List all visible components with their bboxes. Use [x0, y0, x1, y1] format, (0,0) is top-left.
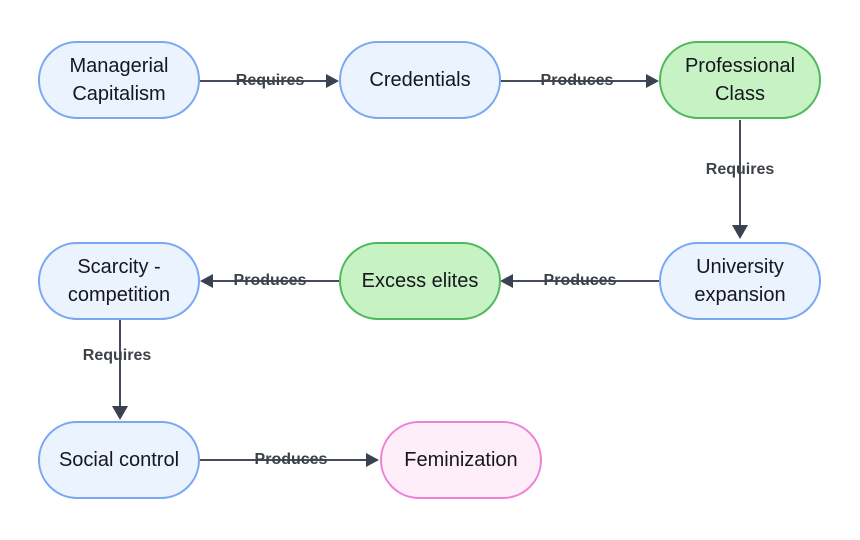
node-label: Credentials	[369, 69, 471, 91]
node-credentials: Credentials	[339, 41, 501, 119]
node-label: University expansion	[694, 256, 786, 306]
arrow-down-icon	[112, 406, 128, 420]
arrow-left-icon	[500, 274, 513, 288]
edge-label: Produces	[540, 72, 614, 89]
node-label: Managerial Capitalism	[69, 55, 169, 105]
edge-label: Produces	[543, 272, 617, 289]
edge-line	[200, 80, 327, 82]
edge-line	[213, 280, 339, 282]
edge-line	[200, 459, 367, 461]
edge-label: Produces	[254, 451, 328, 468]
node-feminization: Feminization	[380, 421, 542, 499]
edge-label: Requires	[705, 161, 775, 178]
node-label: Excess elites	[361, 270, 479, 292]
node-label: Feminization	[404, 449, 518, 471]
node-label: Professional Class	[684, 55, 796, 105]
node-professional-class: Professional Class	[659, 41, 821, 119]
edge-line	[513, 280, 659, 282]
node-university-expansion: University expansion	[659, 242, 821, 320]
node-managerial-capitalism: Managerial Capitalism	[38, 41, 200, 119]
arrow-down-icon	[732, 225, 748, 239]
edge-label: Produces	[233, 272, 307, 289]
node-scarcity-competition: Scarcity - competition	[38, 242, 200, 320]
edge-label: Requires	[82, 347, 152, 364]
edge-label: Requires	[235, 72, 305, 89]
node-label: Scarcity - competition	[67, 256, 171, 306]
arrow-right-icon	[326, 74, 339, 88]
arrow-right-icon	[646, 74, 659, 88]
node-social-control: Social control	[38, 421, 200, 499]
edge-line	[500, 80, 646, 82]
arrow-left-icon	[200, 274, 213, 288]
edge-line	[119, 320, 121, 407]
node-excess-elites: Excess elites	[339, 242, 501, 320]
arrow-right-icon	[366, 453, 379, 467]
edge-line	[739, 120, 741, 226]
node-label: Social control	[58, 449, 180, 471]
